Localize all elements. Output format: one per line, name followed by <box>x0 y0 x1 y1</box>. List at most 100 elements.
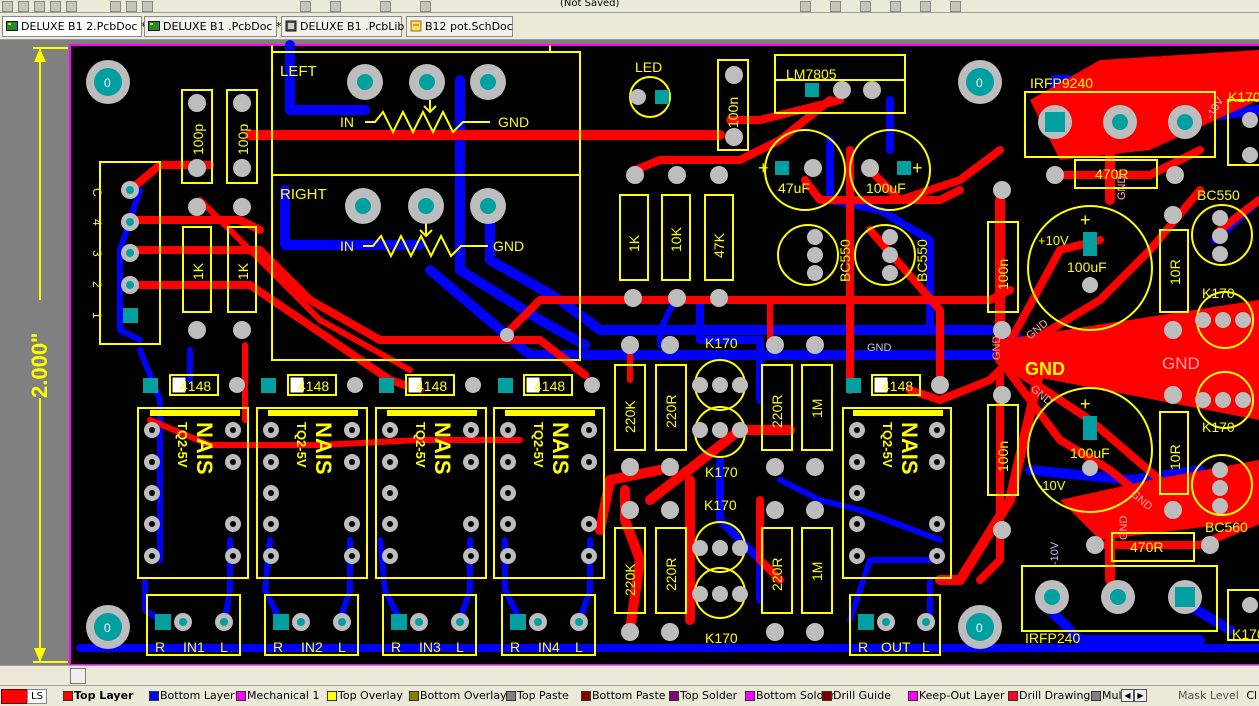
pot-in-label: IN <box>340 114 354 130</box>
layer-tab-drill-guide[interactable]: Drill Guide <box>821 688 891 703</box>
new-file-icon[interactable] <box>2 1 13 12</box>
mask-level-button[interactable]: Mask Level Cl <box>1178 688 1257 703</box>
polygon-icon[interactable] <box>950 1 961 12</box>
undo-icon[interactable] <box>380 1 391 12</box>
resistor-1m-label: 1M <box>809 399 825 418</box>
bc550-label: BC550 <box>914 239 930 282</box>
k170-label: K170 <box>1202 285 1235 301</box>
layer-color-swatch <box>63 691 73 701</box>
tab-label: B12 pot.SchDoc <box>425 20 513 33</box>
document-tabs: DELUXE B1 2.PcbDoc * DELUXE B1 .PcbDoc *… <box>0 13 1259 40</box>
layer-tab-top-overlay[interactable]: Top Overlay <box>326 688 403 703</box>
open-file-icon[interactable] <box>18 1 29 12</box>
move-icon[interactable] <box>330 1 341 12</box>
layer-tab-bottom-solder[interactable]: Bottom Solder <box>744 688 835 703</box>
layer-tab-bottom-overlay[interactable]: Bottom Overlay <box>408 688 507 703</box>
tab-label: DELUXE B1 .PcbDoc * <box>163 20 282 33</box>
layer-tab-top-layer[interactable]: Top Layer <box>62 688 133 703</box>
hole-label: 0 <box>976 76 983 90</box>
resistor-10k-label: 10K <box>668 226 684 252</box>
tab-deluxe-b1-2-pcbdoc[interactable]: DELUXE B1 2.PcbDoc * <box>2 16 146 37</box>
layer-tab-top-solder[interactable]: Top Solder <box>668 688 737 703</box>
resistor-1k-label: 1K <box>190 262 206 280</box>
tab-deluxe-b1-pcblib[interactable]: DELUXE B1 .PcbLib <box>281 16 404 37</box>
layer-tab-keep-out-layer[interactable]: Keep-Out Layer <box>907 688 1005 703</box>
tab-b12-pot-schdoc[interactable]: B12 pot.SchDoc <box>406 16 513 37</box>
layer-tab-label: Bottom Layer <box>160 689 235 702</box>
net-gnd-label: GND <box>867 342 892 354</box>
schematic-document-icon <box>410 20 422 32</box>
output-out-label: OUT <box>881 639 911 655</box>
layer-color-swatch <box>149 691 159 701</box>
pad-icon[interactable] <box>860 1 871 12</box>
tab-label: DELUXE B1 2.PcbDoc * <box>21 20 147 33</box>
layer-set-button[interactable]: LS <box>27 689 47 704</box>
input-r-label: R <box>391 639 401 655</box>
k170-label: K170 <box>1232 626 1259 642</box>
copy-icon[interactable] <box>126 1 137 12</box>
current-layer-swatch[interactable] <box>1 689 28 704</box>
save-icon[interactable] <box>34 1 45 12</box>
input-in2-label: IN2 <box>301 639 323 655</box>
zoom-icon[interactable] <box>66 1 77 12</box>
tab-deluxe-b1-pcbdoc[interactable]: DELUXE B1 .PcbDoc * <box>144 16 281 37</box>
paste-icon[interactable] <box>142 1 153 12</box>
layer-color-swatch <box>581 691 591 701</box>
irfp240-label: IRFP240 <box>1025 630 1080 646</box>
route-icon[interactable] <box>800 1 811 12</box>
hole-label: 0 <box>104 76 111 90</box>
cut-icon[interactable] <box>110 1 121 12</box>
layer-tab-mult[interactable]: Mult <box>1090 688 1126 703</box>
resistor-220k-label: 220K <box>622 400 638 433</box>
connector-pin-c: C <box>90 188 104 197</box>
input-r-label: R <box>155 639 165 655</box>
relay-model-label: TQ2-5V <box>294 422 309 468</box>
layer-tab-mechanical-1[interactable]: Mechanical 1 <box>235 688 319 703</box>
pcb-library-icon <box>285 20 297 32</box>
top-overlay <box>99 45 1259 656</box>
silkscreen-labels: LEFT RIGHT IN GND IN GND C 4 3 2 1 100p … <box>90 59 1259 655</box>
layer-color-swatch <box>669 691 679 701</box>
relay-model-label: TQ2-5V <box>413 422 428 468</box>
resistor-470r-label: 470R <box>1095 166 1128 182</box>
regulator-label: LM7805 <box>786 66 837 82</box>
resistor-10r-label: 10R <box>1167 444 1183 470</box>
print-icon[interactable] <box>50 1 61 12</box>
k170-label: K170 <box>704 497 737 513</box>
redo-icon[interactable] <box>420 1 431 12</box>
select-icon[interactable] <box>300 1 311 12</box>
fill-icon[interactable] <box>920 1 931 12</box>
diode-4148-label: 4148 <box>534 378 565 394</box>
resistor-10r-label: 10R <box>1167 259 1183 285</box>
horizontal-scrollbar[interactable] <box>0 665 1259 685</box>
cap-100n-label: 100n <box>995 441 1011 472</box>
layer-tab-label: Top Overlay <box>338 689 403 702</box>
layer-scroll-right-icon[interactable]: ▶ <box>1134 689 1147 702</box>
input-r-label: R <box>510 639 520 655</box>
diode-bodies <box>171 376 889 394</box>
layer-scroll-left-icon[interactable]: ◀ <box>1121 689 1134 702</box>
string-icon[interactable] <box>890 1 901 12</box>
relay-bars <box>150 410 943 416</box>
layer-tab-bottom-layer[interactable]: Bottom Layer <box>148 688 235 703</box>
layer-tab-label: Top Paste <box>517 689 569 702</box>
scrollbar-thumb[interactable] <box>70 668 86 684</box>
layer-color-swatch <box>745 691 755 701</box>
irfp9240-label: IRFP9240 <box>1030 75 1093 91</box>
bc550-label: BC550 <box>1197 187 1240 203</box>
cap-100uf-label: 100uF <box>1067 259 1107 275</box>
layer-color-swatch <box>409 691 419 701</box>
mounting-holes: 0 0 0 0 <box>86 60 1002 649</box>
layer-tab-top-paste[interactable]: Top Paste <box>505 688 569 703</box>
layer-color-swatch <box>327 691 337 701</box>
layer-tab-bottom-paste[interactable]: Bottom Paste <box>580 688 666 703</box>
plus-sign: + <box>1080 210 1091 230</box>
via-icon[interactable] <box>830 1 841 12</box>
relay-model-label: TQ2-5V <box>531 422 546 468</box>
layer-tab-label: Top Layer <box>74 689 134 702</box>
layer-tab-drill-drawing[interactable]: Drill Drawing <box>1007 688 1090 703</box>
pcb-canvas[interactable]: 2.000" <box>0 40 1259 665</box>
connector-pin-4: 4 <box>90 219 104 226</box>
layer-tab-label: Mechanical 1 <box>247 689 320 702</box>
layer-tab-label: Bottom Solder <box>756 689 835 702</box>
